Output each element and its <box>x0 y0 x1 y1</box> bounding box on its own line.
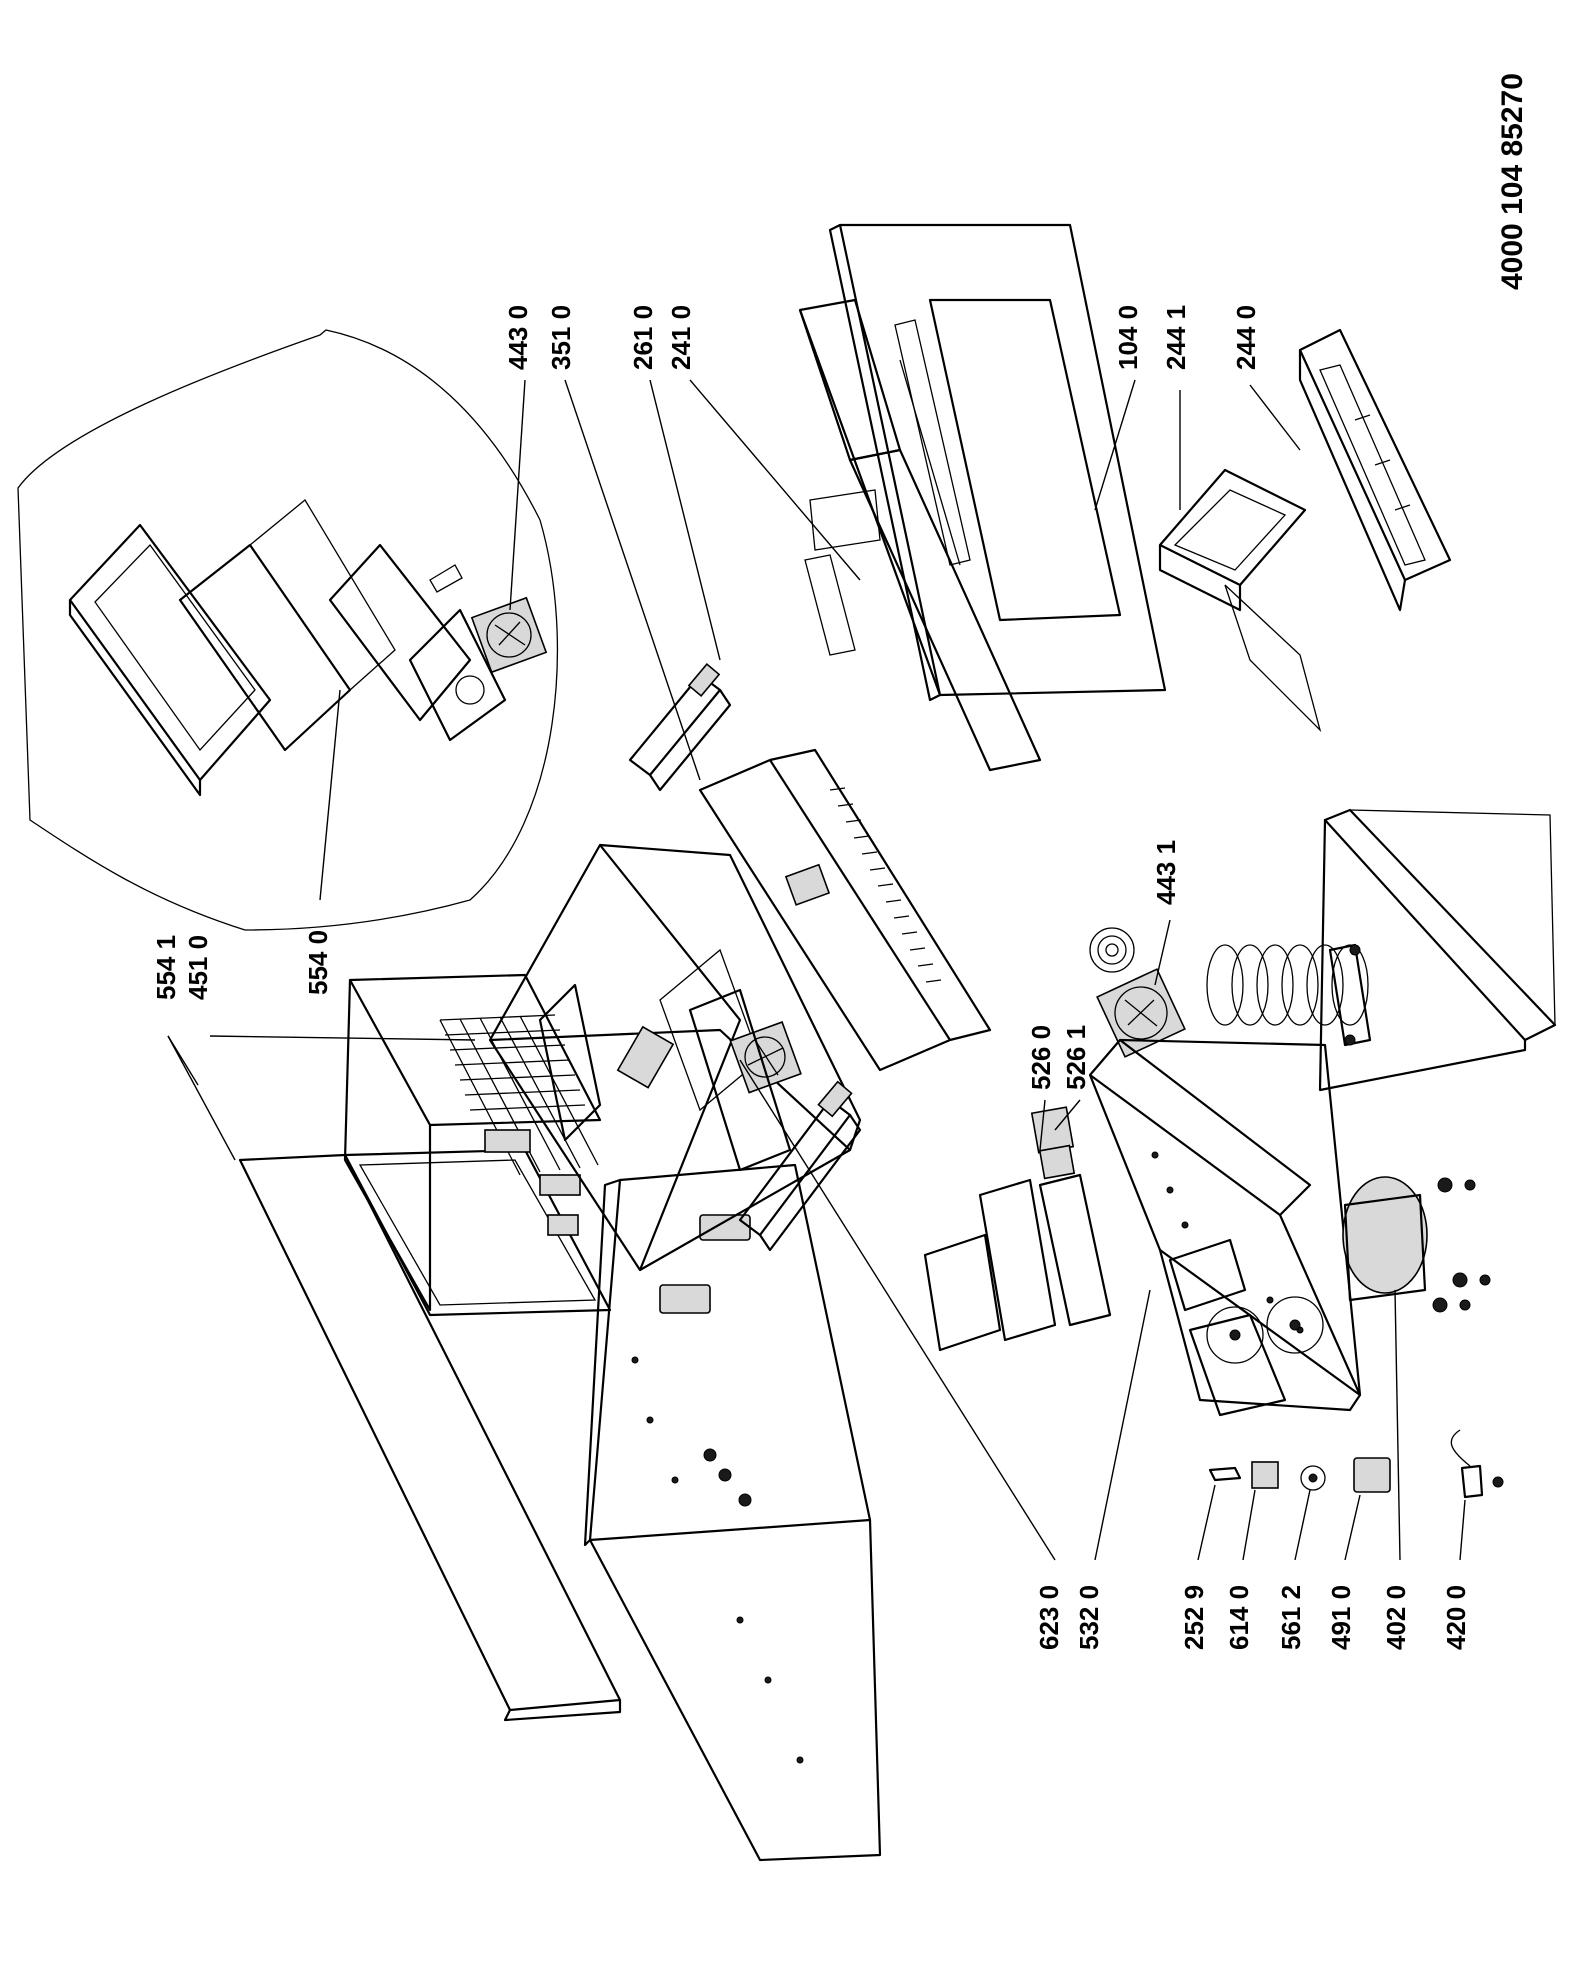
callout-104-0: 104 0 <box>1113 305 1143 370</box>
callout-244-1: 244 1 <box>1161 305 1191 370</box>
detail-tray-lid <box>68 523 272 797</box>
small-components <box>1208 1429 1504 1499</box>
control-boxes <box>923 1106 1112 1352</box>
callout-420-0: 420 0 <box>1441 1585 1471 1650</box>
callout-532-0: 532 0 <box>1074 1585 1104 1650</box>
callout-561-2: 561 2 <box>1276 1585 1306 1650</box>
callout-241-0: 241 0 <box>666 305 696 370</box>
basket-lower <box>1298 328 1452 612</box>
callout-261-0: 261 0 <box>628 305 658 370</box>
leader-lines <box>167 379 1466 1561</box>
condenser-fan <box>1089 927 1186 1058</box>
liner-fan-assembly <box>688 988 802 1172</box>
slide-rail-left <box>628 663 732 792</box>
detail-panel <box>178 499 396 752</box>
compressor <box>1342 1176 1491 1313</box>
callout-351-0: 351 0 <box>546 305 576 370</box>
slide-rail-right <box>738 1080 862 1252</box>
callout-443-1: 443 1 <box>1151 840 1181 905</box>
detail-fan-housing <box>328 543 548 742</box>
document-code: 4000 104 85270 <box>1496 73 1529 290</box>
door-assembly <box>798 223 1167 772</box>
callout-451-0: 451 0 <box>183 935 213 1000</box>
callout-443-0: 443 0 <box>503 305 533 370</box>
callout-554-1: 554 1 <box>151 935 181 1000</box>
evaporator-coil <box>343 973 602 1312</box>
callout-526-0: 526 0 <box>1026 1025 1056 1090</box>
callout-526-1: 526 1 <box>1061 1025 1091 1090</box>
callout-623-0: 623 0 <box>1034 1585 1064 1650</box>
callout-252-9: 252 9 <box>1179 1585 1209 1650</box>
detail-bubble <box>17 329 559 931</box>
callout-491-0: 491 0 <box>1326 1585 1356 1650</box>
callout-labels: 554 1 451 0 554 0 443 0 351 0 261 0 241 … <box>151 305 1471 1650</box>
base-plate <box>1318 808 1557 1092</box>
callout-402-0: 402 0 <box>1381 1585 1411 1650</box>
basket-upper <box>1158 468 1322 733</box>
condenser-twin-fans <box>1168 1238 1324 1417</box>
condenser-coil <box>1206 943 1372 1047</box>
callout-554-0: 554 0 <box>303 930 333 995</box>
outer-side-panel <box>583 1163 882 1862</box>
front-grille-panel <box>698 748 992 1072</box>
callout-244-0: 244 0 <box>1231 305 1261 370</box>
callout-614-0: 614 0 <box>1224 1585 1254 1650</box>
compressor-frame <box>1088 1038 1362 1412</box>
